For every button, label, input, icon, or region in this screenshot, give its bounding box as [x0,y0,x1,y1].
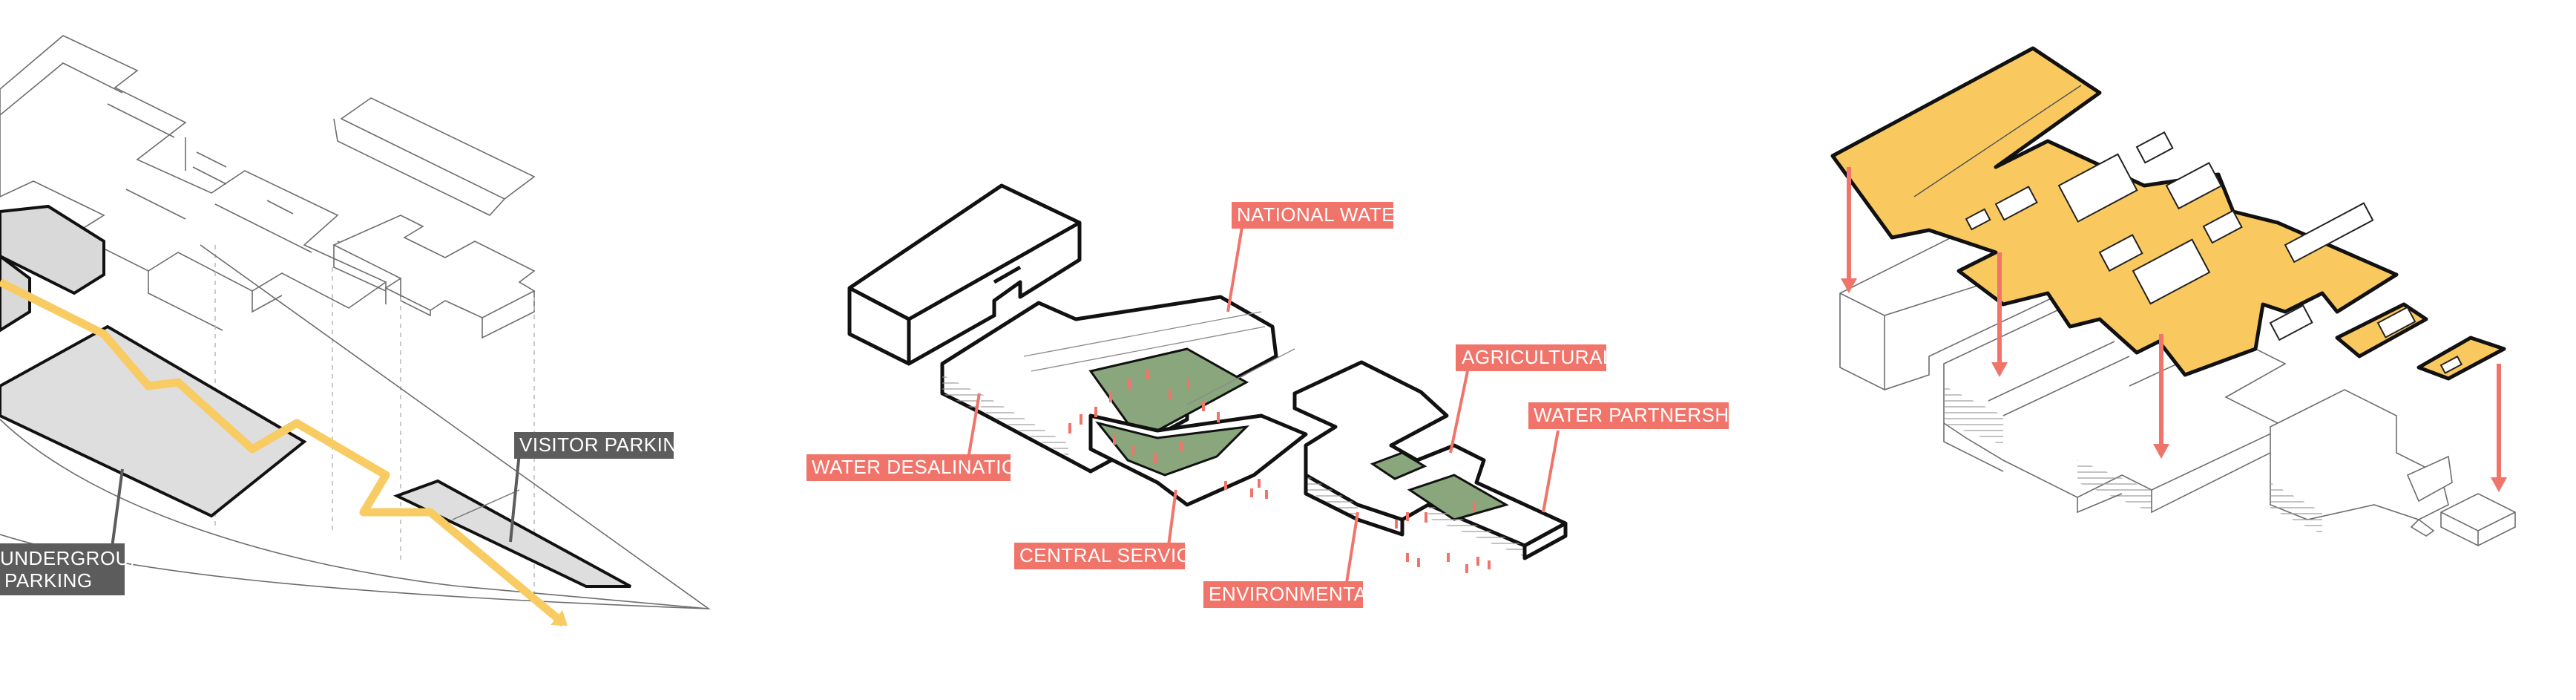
program-diagram-panel: NATIONAL WATER AGRICULTURAL WATER PARTNE… [806,183,1748,608]
down-arrow-icon [1991,252,2008,377]
down-arrow-icon [2491,364,2507,492]
down-arrow-icon [1841,167,1857,293]
down-arrow-icon [2153,334,2169,459]
water-desalination-label: WATER DESALINATION [812,456,1031,478]
underground-parking-slab [0,324,307,518]
parking-diagram-panel: VISITOR PARKING UNDERGROUND PARKING [0,35,711,627]
main-complex [940,295,1568,560]
underground-parking-label-line1: UNDERGROUND [0,547,159,569]
green-court-lower [1095,421,1250,477]
skylights [1965,131,2463,374]
visitor-parking-label: VISITOR PARKING [519,434,692,456]
national-water-callout: NATIONAL WATER [1226,202,1409,313]
water-desalination-callout: WATER DESALINATION [806,393,1031,481]
central-service-label: CENTRAL SERVICE [1019,544,1204,566]
national-water-label: NATIONAL WATER [1237,203,1409,226]
annex-block [847,183,1082,366]
roof-plane [1830,46,2506,381]
roof-down-arrows [1841,167,2507,492]
environmental-callout: ENVIRONMENTAL [1203,511,1379,608]
circulation-path [0,278,567,627]
water-partnership-callout: WATER PARTNERSHIP [1528,402,1748,513]
roof-diagram-panel [1830,46,2516,546]
underground-parking-label-line2: PARKING [4,569,93,592]
water-partnership-label: WATER PARTNERSHIP [1534,404,1748,426]
visitor-parking-callout: VISITOR PARKING [509,432,692,543]
agricultural-callout: AGRICULTURAL [1449,344,1614,454]
people-figures [1068,370,1491,573]
underground-parking-callout: UNDERGROUND PARKING [0,468,159,595]
path-arrow-icon [551,610,568,626]
site-boundary [0,244,711,610]
central-service-callout: CENTRAL SERVICE [1014,489,1204,569]
environmental-label: ENVIRONMENTAL [1209,583,1379,605]
agricultural-label: AGRICULTURAL [1462,346,1614,368]
green-court-upper-right [1370,451,1427,480]
visitor-parking-slab [392,479,631,588]
